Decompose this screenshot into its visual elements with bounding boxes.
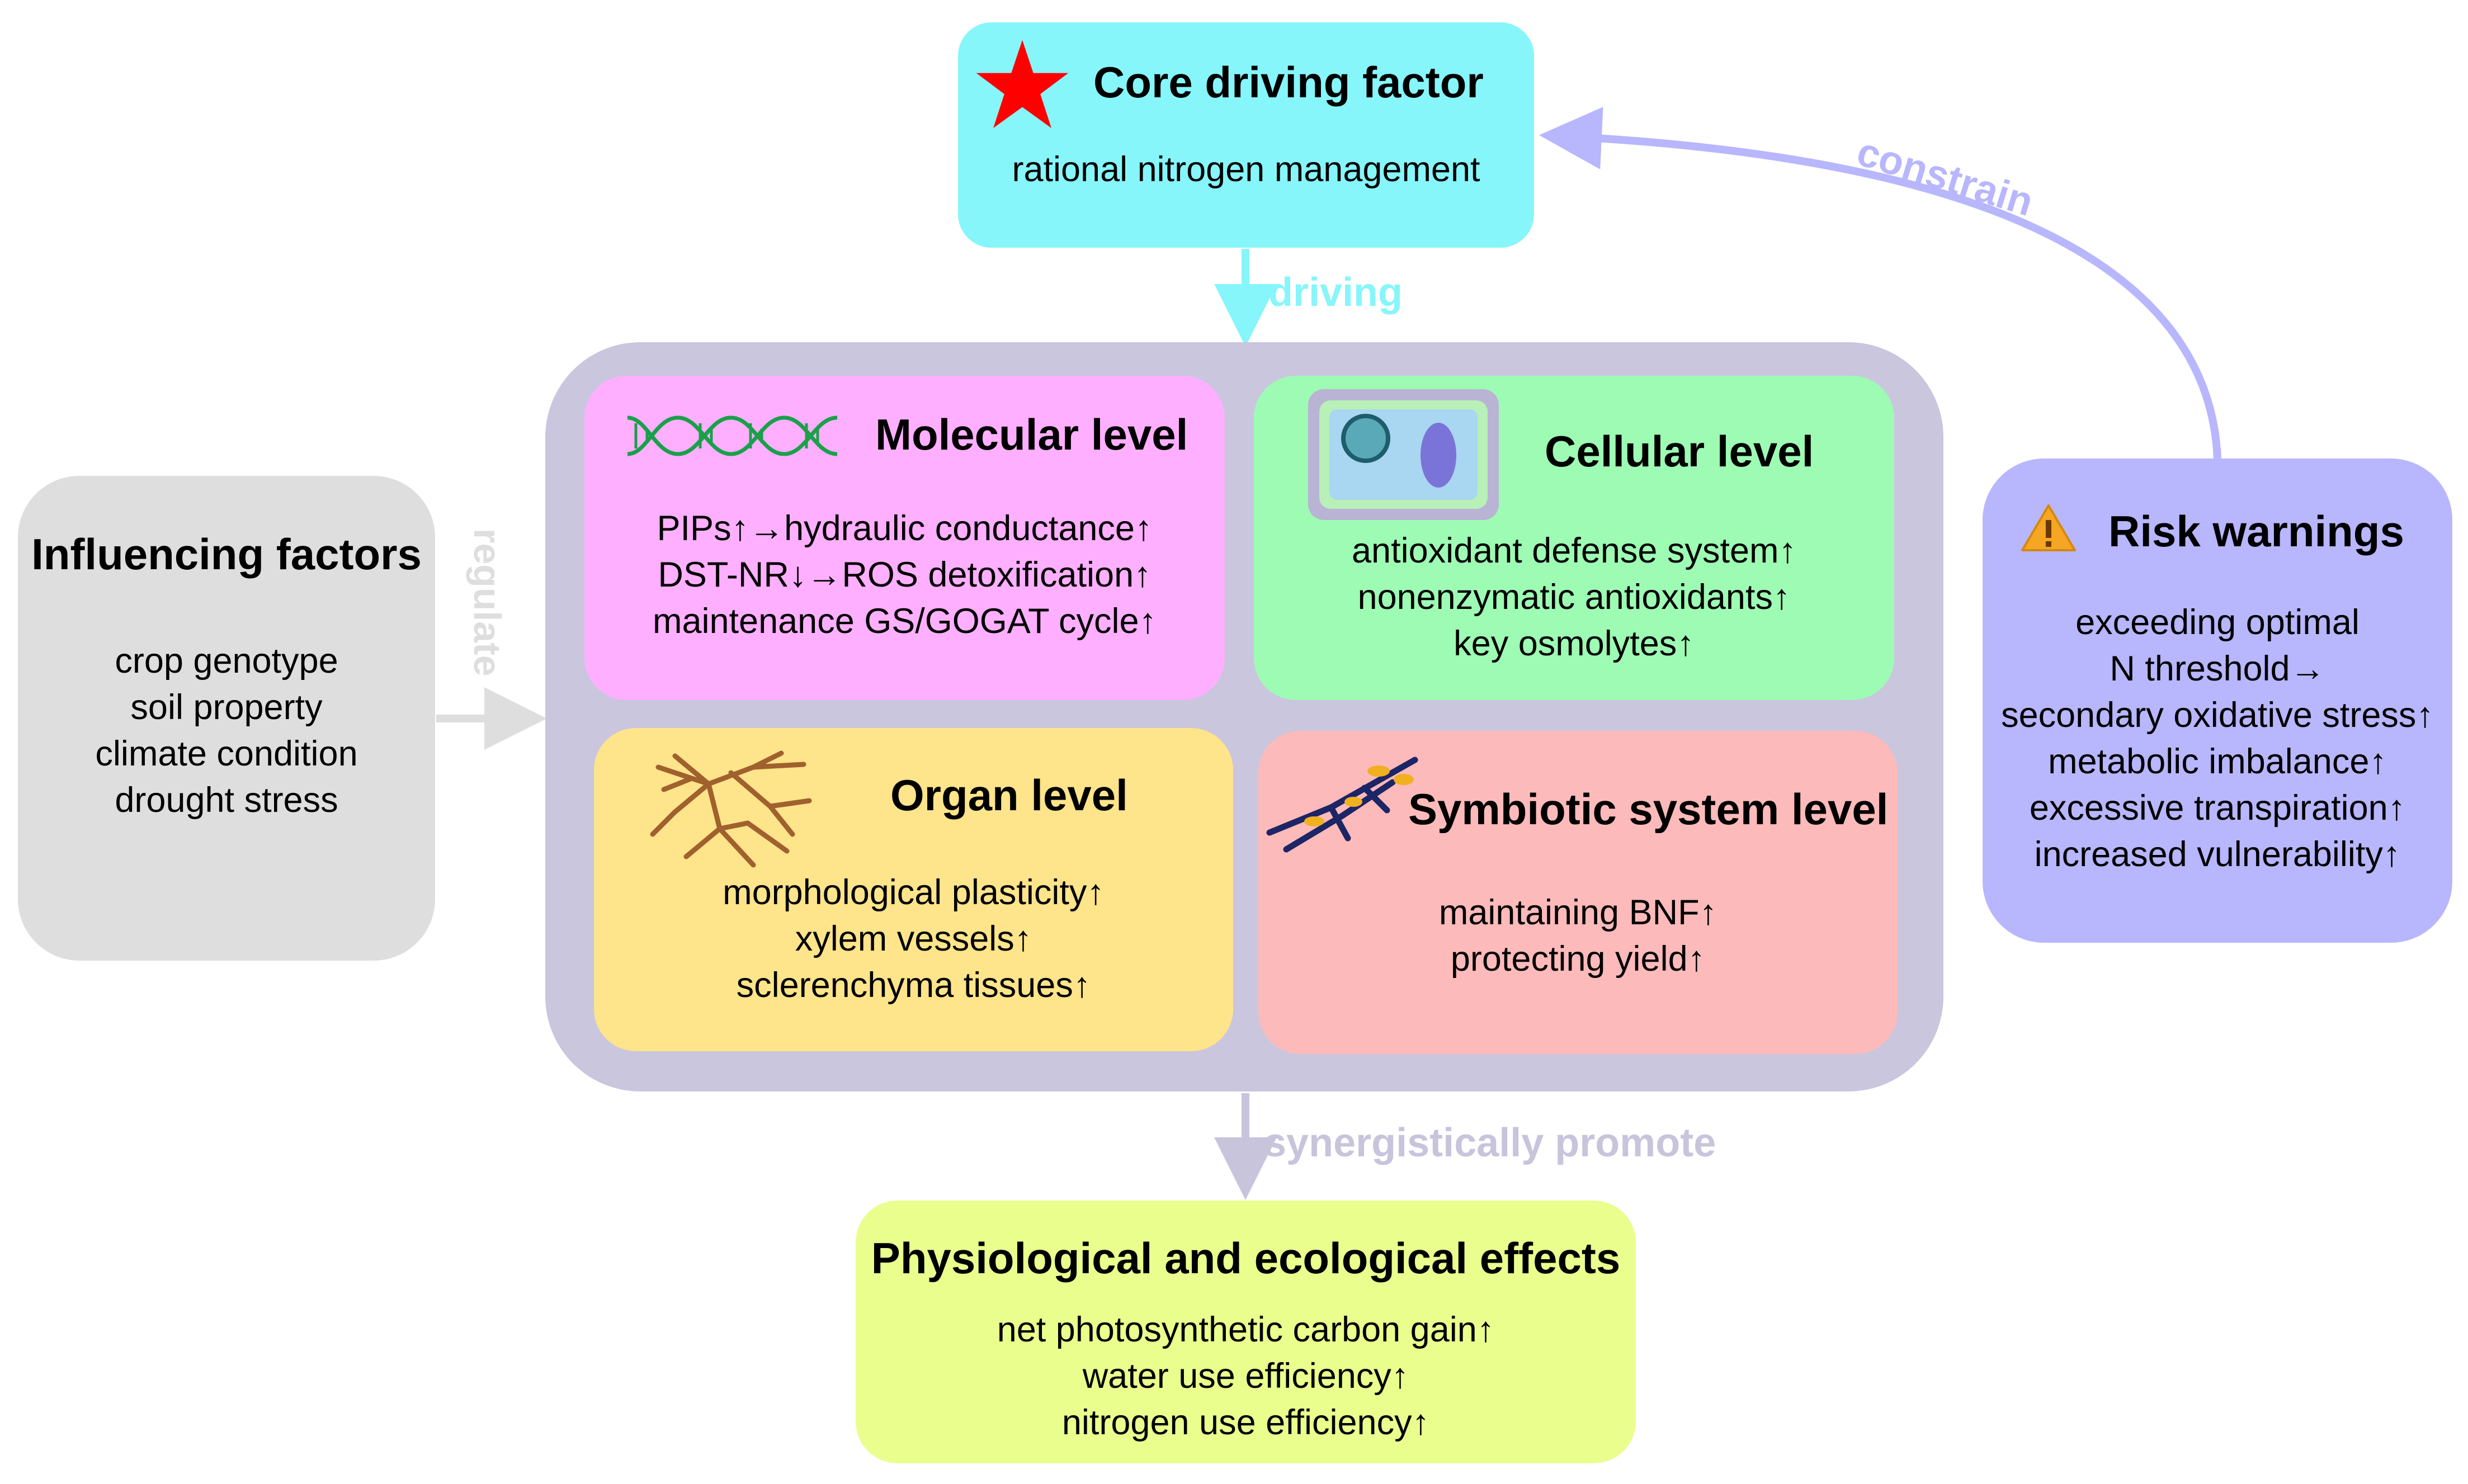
warning-triangle-icon (2021, 504, 2076, 551)
risk-item: exceeding optimal (2075, 603, 2360, 642)
core-text: rational nitrogen management (1012, 150, 1480, 189)
cellular-level-box: Cellular level antioxidant defense syste… (1254, 376, 1894, 700)
risk-title: Risk warnings (2108, 507, 2404, 556)
influencing-item: soil property (130, 688, 323, 727)
risk-list: exceeding optimal N threshold→ secondary… (1983, 599, 2452, 878)
cellular-item: key osmolytes↑ (1454, 624, 1695, 663)
symbiotic-title: Symbiotic system level (1408, 784, 1889, 834)
influencing-title: Influencing factors (31, 530, 422, 579)
dna-helix-icon (627, 415, 838, 456)
effects-title: Physiological and ecological effects (871, 1233, 1621, 1283)
risk-item: increased vulnerability↑ (2034, 835, 2401, 874)
influencing-item: climate condition (95, 734, 358, 773)
risk-warnings-box: Risk warnings exceeding optimal N thresh… (1983, 459, 2452, 943)
organ-item: xylem vessels↑ (795, 919, 1032, 958)
effects-item: nitrogen use efficiency↑ (1061, 1403, 1430, 1442)
symbiotic-list: maintaining BNF↑ protecting yield↑ (1258, 890, 1898, 982)
effects-list: net photosynthetic carbon gain↑ water us… (856, 1307, 1636, 1446)
molecular-item: maintenance GS/GOGAT cycle↑ (652, 602, 1157, 641)
cellular-item: antioxidant defense system↑ (1352, 531, 1796, 570)
molecular-level-box: Molecular level PIPs↑→hydraulic conducta… (584, 376, 1225, 700)
organ-level-box: Organ level morphological plasticity↑ xy… (594, 728, 1233, 1051)
effects-item: net photosynthetic carbon gain↑ (997, 1310, 1495, 1349)
symbiotic-item: protecting yield↑ (1450, 939, 1706, 979)
symbiotic-item: maintaining BNF↑ (1438, 893, 1717, 932)
regulate-label: regulate (466, 528, 508, 677)
constrain-arrow (1539, 107, 2221, 459)
physiological-effects-box: Physiological and ecological effects net… (856, 1201, 1636, 1463)
influencing-item: drought stress (115, 781, 338, 820)
influencing-factors-box: Influencing factors crop genotype soil p… (18, 476, 435, 961)
molecular-item: DST-NR↓→ROS detoxification↑ (658, 555, 1152, 594)
core-driving-factor-box: Core driving factor rational nitrogen ma… (958, 22, 1534, 248)
promote-label: synergistically promote (1264, 1121, 1716, 1165)
risk-item: secondary oxidative stress↑ (2001, 696, 2434, 735)
nodulated-root-icon (1266, 757, 1418, 853)
root-system-icon (650, 750, 812, 868)
cellular-item: nonenzymatic antioxidants↑ (1357, 578, 1791, 617)
cellular-list: antioxidant defense system↑ nonenzymatic… (1254, 528, 1894, 667)
organ-title: Organ level (890, 771, 1128, 820)
plant-cell-icon (1308, 389, 1499, 520)
molecular-title: Molecular level (875, 410, 1188, 459)
influencing-item: crop genotype (115, 641, 338, 680)
molecular-list: PIPs↑→hydraulic conductance↑ DST-NR↓→ROS… (584, 505, 1225, 645)
driving-label: driving (1268, 270, 1403, 315)
risk-item: excessive transpiration↑ (2029, 788, 2406, 828)
molecular-item: PIPs↑→hydraulic conductance↑ (657, 509, 1153, 548)
risk-item: metabolic imbalance↑ (2048, 742, 2387, 781)
red-star-icon (976, 40, 1069, 129)
risk-item: N threshold→ (2110, 649, 2325, 688)
organ-item: sclerenchyma tissues↑ (736, 966, 1091, 1005)
organ-list: morphological plasticity↑ xylem vessels↑… (594, 869, 1233, 1009)
organ-item: morphological plasticity↑ (723, 873, 1105, 912)
core-title: Core driving factor (1093, 58, 1484, 107)
effects-item: water use efficiency↑ (1082, 1357, 1409, 1396)
symbiotic-level-box: Symbiotic system level maintaining BNF↑ … (1258, 731, 1898, 1054)
cellular-title: Cellular level (1545, 427, 1814, 476)
influencing-list: crop genotype soil property climate cond… (18, 638, 435, 824)
